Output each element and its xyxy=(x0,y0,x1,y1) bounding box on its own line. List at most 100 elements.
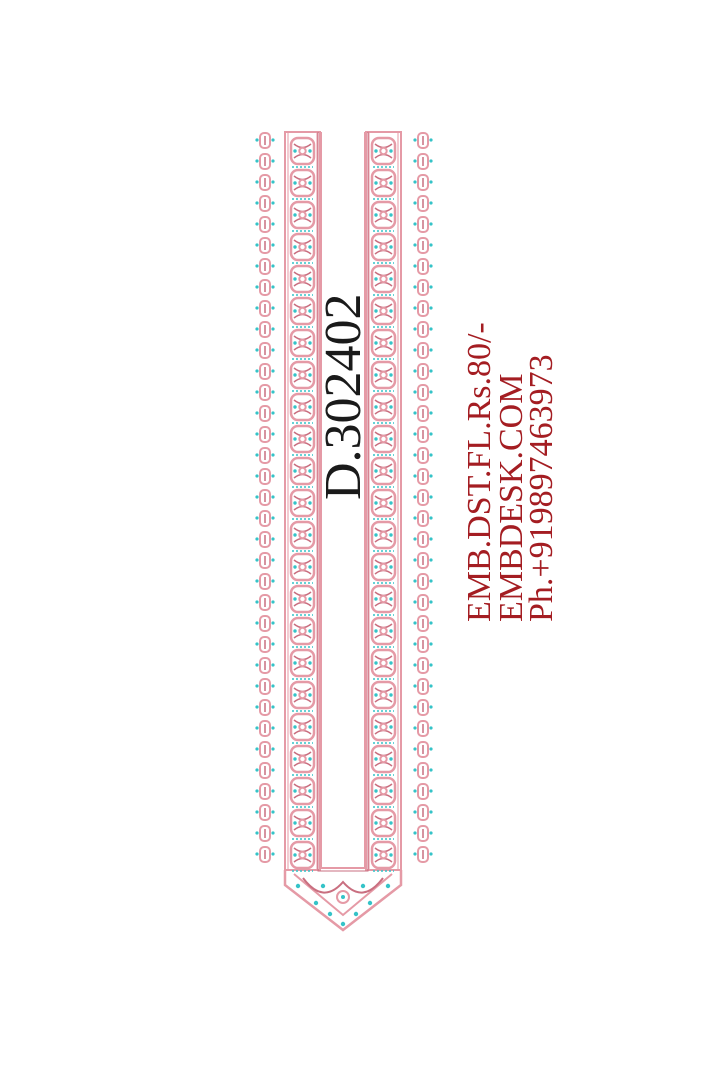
left-ornamental-band xyxy=(308,565,312,569)
left-ornamental-band xyxy=(289,840,316,870)
left-ornamental-band xyxy=(308,405,312,409)
right-ornamental-band xyxy=(379,562,388,572)
right-chain-border xyxy=(417,321,429,338)
left-chain-border xyxy=(255,810,259,814)
left-ornamental-band xyxy=(298,818,307,828)
left-chain-border xyxy=(255,180,259,184)
left-chain-border xyxy=(271,495,275,499)
left-chain-border xyxy=(259,489,271,506)
left-chain-border xyxy=(259,762,271,779)
left-ornamental-band xyxy=(298,370,307,380)
right-chain-border xyxy=(429,453,433,457)
right-chain-border xyxy=(417,636,429,653)
left-chain-border xyxy=(271,558,275,562)
right-chain-border xyxy=(417,132,429,149)
right-ornamental-band xyxy=(389,533,393,537)
right-ornamental-band xyxy=(379,530,388,540)
right-chain-border xyxy=(413,705,417,709)
right-chain-border xyxy=(429,726,433,730)
left-ornamental-band xyxy=(289,168,316,198)
right-chain-border xyxy=(413,579,417,583)
left-chain-border xyxy=(271,390,275,394)
left-ornamental-band xyxy=(308,501,312,505)
left-ornamental-band xyxy=(308,693,312,697)
right-chain-border xyxy=(417,216,429,233)
left-chain-border xyxy=(259,174,271,191)
left-ornamental-band xyxy=(289,392,316,422)
right-chain-border xyxy=(429,369,433,373)
right-ornamental-band xyxy=(379,466,388,476)
right-chain-border xyxy=(429,348,433,352)
left-ornamental-band xyxy=(289,264,316,294)
right-chain-border xyxy=(413,852,417,856)
left-ornamental-band xyxy=(293,789,297,793)
left-chain-border xyxy=(271,684,275,688)
right-ornamental-band xyxy=(389,501,393,505)
left-chain-border xyxy=(259,384,271,401)
right-chain-border xyxy=(413,768,417,772)
right-ornamental-band xyxy=(374,757,378,761)
right-chain-border xyxy=(417,720,429,737)
right-chain-border xyxy=(417,699,429,716)
left-chain-border xyxy=(255,516,259,520)
left-chain-border xyxy=(271,600,275,604)
left-ornamental-band xyxy=(298,210,307,220)
bottom-point-ornament xyxy=(360,883,366,889)
right-ornamental-band xyxy=(370,552,397,582)
left-chain-border xyxy=(259,258,271,275)
right-chain-border xyxy=(413,621,417,625)
right-chain-border xyxy=(417,279,429,296)
left-ornamental-band xyxy=(289,712,316,742)
right-chain-border xyxy=(413,369,417,373)
right-chain-border xyxy=(417,552,429,569)
right-ornamental-band xyxy=(374,277,378,281)
left-ornamental-band xyxy=(308,277,312,281)
right-chain-border xyxy=(417,615,429,632)
left-chain-border xyxy=(259,615,271,632)
bottom-point-ornament xyxy=(327,911,333,917)
right-chain-border xyxy=(429,747,433,751)
right-ornamental-band xyxy=(379,722,388,732)
right-chain-border xyxy=(429,852,433,856)
bottom-point-ornament xyxy=(293,873,393,917)
right-ornamental-band xyxy=(379,178,388,188)
right-chain-border xyxy=(429,390,433,394)
right-ornamental-band xyxy=(389,277,393,281)
left-ornamental-band xyxy=(293,693,297,697)
right-chain-border xyxy=(413,516,417,520)
left-chain-border xyxy=(259,237,271,254)
right-chain-border xyxy=(417,531,429,548)
left-ornamental-band xyxy=(293,821,297,825)
left-ornamental-band xyxy=(293,341,297,345)
right-ornamental-band xyxy=(374,341,378,345)
right-chain-border xyxy=(429,138,433,142)
left-ornamental-band xyxy=(298,754,307,764)
right-ornamental-band xyxy=(374,789,378,793)
right-ornamental-band xyxy=(370,424,397,454)
bottom-point-ornament xyxy=(385,883,391,889)
left-chain-border xyxy=(271,789,275,793)
right-chain-border xyxy=(417,825,429,842)
left-ornamental-band xyxy=(298,274,307,284)
right-ornamental-band xyxy=(370,264,397,294)
left-chain-border xyxy=(271,852,275,856)
placket-outline xyxy=(317,132,369,872)
right-ornamental-band xyxy=(374,245,378,249)
right-ornamental-band xyxy=(389,437,393,441)
left-chain-border xyxy=(255,495,259,499)
right-ornamental-band xyxy=(374,629,378,633)
right-chain-border xyxy=(417,153,429,170)
left-ornamental-band xyxy=(308,661,312,665)
right-ornamental-band xyxy=(374,853,378,857)
right-ornamental-band xyxy=(370,776,397,806)
left-ornamental-band xyxy=(298,306,307,316)
left-ornamental-band xyxy=(308,309,312,313)
left-chain-border xyxy=(259,657,271,674)
right-chain-border xyxy=(429,831,433,835)
left-chain-border xyxy=(271,453,275,457)
bottom-point-ornament xyxy=(283,870,403,932)
right-chain-border xyxy=(413,180,417,184)
left-chain-border xyxy=(255,537,259,541)
left-ornamental-band xyxy=(289,744,316,774)
left-chain-border xyxy=(259,741,271,758)
